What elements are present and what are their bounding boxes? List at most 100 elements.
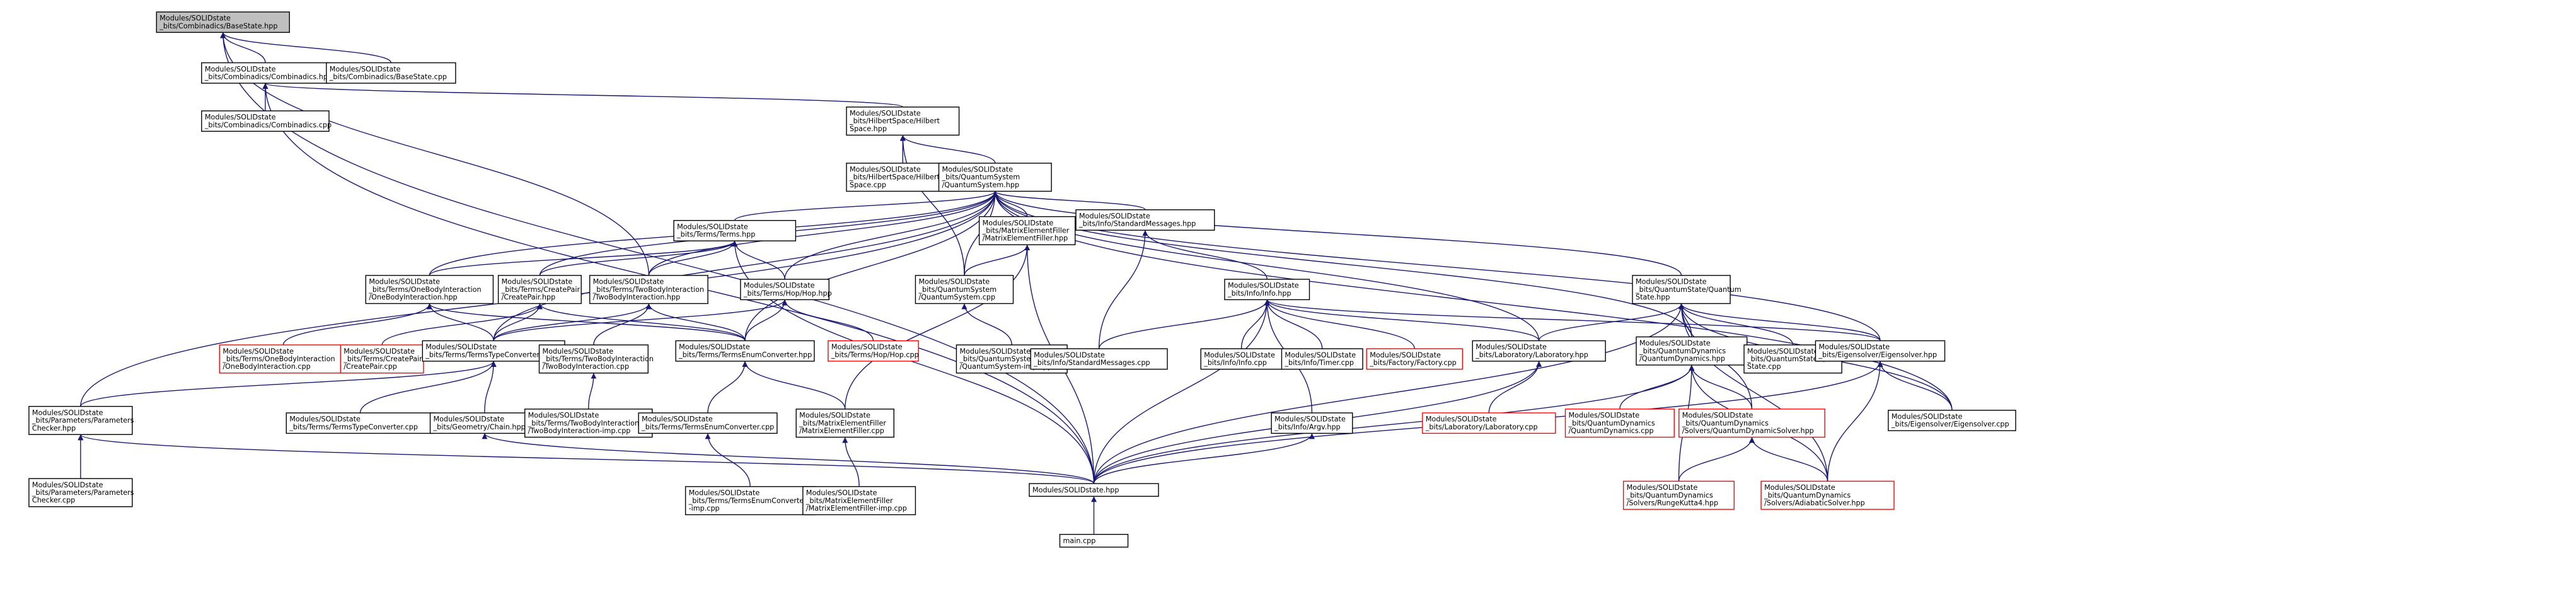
file-node-label: /CreatePair.cpp	[344, 362, 397, 371]
file-node-label: _bits/QuantumDynamics	[1568, 419, 1655, 427]
include-edge-qdsolver_hpp-to-qd_hpp	[1689, 364, 1753, 409]
file-node-box	[802, 486, 916, 516]
file-node-box	[201, 110, 330, 132]
file-node-label: _bits/Terms/TermsEnumConverter	[688, 497, 807, 505]
file-node-qstate_hpp[interactable]: Modules/SOLIDstate_bits/QuantumState/Qua…	[1632, 275, 1741, 304]
file-node-hop_cpp[interactable]: Modules/SOLIDstate_bits/Terms/Hop/Hop.cp…	[828, 340, 919, 362]
file-node-base_hpp: Modules/SOLIDstate_bits/Combinadics/Base…	[156, 11, 290, 33]
file-node-label: _bits/Terms/Hop/Hop.hpp	[743, 289, 832, 298]
include-edge-qstate_cpp-to-qstate_hpp	[1678, 303, 1794, 345]
file-node-ppc_cpp[interactable]: Modules/SOLIDstate_bits/Parameters/Param…	[28, 478, 134, 507]
file-node-label: /QuantumDynamics.cpp	[1569, 427, 1654, 435]
file-node-label: _bits/QuantumSystem	[959, 355, 1037, 363]
file-node-eig_cpp[interactable]: Modules/SOLIDstate_bits/Eigensolver/Eige…	[1888, 410, 2016, 431]
file-node-mef_hpp[interactable]: Modules/SOLIDstate_bits/MatrixElementFil…	[978, 216, 1076, 245]
file-node-label: _bits/Geometry/Chain.hpp	[433, 423, 526, 431]
file-node-label: _bits/Combinadics/Combinadics.hpp	[204, 72, 332, 81]
file-node-mefimp_cpp[interactable]: Modules/SOLIDstate_bits/MatrixElementFil…	[802, 486, 916, 516]
file-node-stdmsg_cpp[interactable]: Modules/SOLIDstate_bits/Info/StandardMes…	[1030, 348, 1168, 370]
file-node-mef_cpp[interactable]: Modules/SOLIDstate_bits/MatrixElementFil…	[795, 409, 894, 438]
file-node-label: State.cpp	[1747, 362, 1781, 371]
file-node-hilb_hpp[interactable]: Modules/SOLIDstate_bits/HilbertSpace/Hil…	[846, 107, 960, 136]
file-node-tec_hpp[interactable]: Modules/SOLIDstate_bits/Terms/TermsEnumC…	[675, 340, 815, 362]
file-node-terms_hpp[interactable]: Modules/SOLIDstate_bits/Terms/Terms.hpp	[673, 220, 797, 241]
file-node-comb_cpp[interactable]: Modules/SOLIDstate_bits/Combinadics/Comb…	[201, 110, 332, 132]
file-node-solid_hpp[interactable]: Modules/SOLIDstate.hpp	[1029, 483, 1159, 497]
file-node-qs_hpp[interactable]: Modules/SOLIDstate_bits/QuantumSystem/Qu…	[938, 163, 1052, 192]
file-node-label: Modules/SOLIDstate	[744, 282, 815, 290]
file-node-tbi_hpp[interactable]: Modules/SOLIDstate_bits/Terms/TwoBodyInt…	[589, 275, 708, 304]
include-edge-qs_hpp-to-hilb_hpp	[899, 135, 996, 164]
file-node-label: /QuantumSystem.cpp	[918, 293, 995, 301]
include-edge-qd_cpp-to-qd_hpp	[1619, 364, 1695, 409]
include-edge-info_cpp-to-info_hpp	[1240, 299, 1270, 349]
include-edge-lab_cpp-to-lab_hpp	[1488, 361, 1542, 414]
include-edge-qs_cpp-to-mef_hpp	[964, 245, 1031, 276]
file-node-chain_hpp[interactable]: Modules/SOLIDstate_bits/Geometry/Chain.h…	[429, 412, 540, 434]
file-node-qdsolver_hpp[interactable]: Modules/SOLIDstate_bits/QuantumDynamics/…	[1678, 409, 1825, 438]
file-node-label: Modules/SOLIDstate	[1079, 212, 1150, 220]
file-node-label: Modules/SOLIDstate	[1818, 343, 1890, 351]
file-node-factory_cpp[interactable]: Modules/SOLIDstate_bits/Factory/Factory.…	[1366, 348, 1464, 370]
file-node-lab_cpp[interactable]: Modules/SOLIDstate_bits/Laboratory/Labor…	[1422, 412, 1556, 434]
file-node-tbi_cpp[interactable]: Modules/SOLIDstate_bits/Terms/TwoBodyInt…	[538, 344, 654, 374]
file-node-rk4_hpp[interactable]: Modules/SOLIDstate_bits/QuantumDynamics/…	[1622, 480, 1735, 510]
file-node-label: _bits/Laboratory/Laboratory.cpp	[1425, 423, 1538, 431]
file-node-label: _bits/MatrixElementFiller	[982, 227, 1070, 235]
file-node-ppc_hpp[interactable]: Modules/SOLIDstate_bits/Parameters/Param…	[28, 405, 134, 435]
file-node-qd_hpp[interactable]: Modules/SOLIDstate_bits/QuantumDynamics/…	[1636, 336, 1748, 366]
file-node-label: Space.cpp	[850, 181, 886, 189]
include-edge-tec_hpp-to-cp_hpp	[536, 303, 746, 341]
include-edge-ttc_hpp-to-tbi_hpp	[493, 303, 652, 341]
file-node-label: _bits/Info/StandardMessages.hpp	[1078, 220, 1196, 228]
file-node-info_cpp[interactable]: Modules/SOLIDstate_bits/Info/Info.cpp	[1200, 348, 1283, 370]
include-edge-terms_hpp-to-qs_hpp	[734, 190, 998, 221]
file-node-info_hpp[interactable]: Modules/SOLIDstate_bits/Info/Info.hpp	[1224, 279, 1310, 301]
file-node-timer_cpp[interactable]: Modules/SOLIDstate_bits/Info/Timer.cpp	[1281, 348, 1363, 370]
file-node-label: Modules/SOLIDstate	[799, 412, 870, 420]
file-node-stdmsg_hpp[interactable]: Modules/SOLIDstate_bits/Info/StandardMes…	[1075, 209, 1215, 231]
file-node-ttc_cpp[interactable]: Modules/SOLIDstate_bits/Terms/TermsTypeC…	[286, 412, 435, 434]
file-node-label: Modules/SOLIDstate	[983, 219, 1054, 227]
file-node-eig_hpp[interactable]: Modules/SOLIDstate_bits/Eigensolver/Eige…	[1815, 340, 1946, 362]
file-node-label: _bits/HilbertSpace/Hilbert	[849, 173, 940, 182]
file-node-label: _bits/HilbertSpace/Hilbert	[849, 117, 940, 125]
file-node-tec_cpp[interactable]: Modules/SOLIDstate_bits/Terms/TermsEnumC…	[638, 412, 778, 434]
file-node-box	[740, 279, 829, 301]
file-node-comb_hpp[interactable]: Modules/SOLIDstate_bits/Combinadics/Comb…	[201, 62, 332, 84]
include-edge-lab_hpp-to-info_hpp	[1264, 299, 1540, 341]
file-node-label: _bits/Eigensolver/Eigensolver.cpp	[1891, 420, 2009, 429]
file-node-label: Modules/SOLIDstate	[1285, 351, 1356, 359]
file-node-label: Modules/SOLIDstate	[642, 415, 713, 424]
file-node-qd_cpp[interactable]: Modules/SOLIDstate_bits/QuantumDynamics/…	[1564, 409, 1675, 438]
include-edge-tec_hpp-to-hop_hpp	[744, 299, 788, 341]
file-node-box	[1760, 480, 1895, 510]
file-node-box	[1472, 340, 1606, 362]
file-node-label: _bits/Info/Info.cpp	[1203, 359, 1267, 367]
file-node-box	[1366, 348, 1464, 370]
include-edge-qs_cpp-to-hilb_hpp	[899, 135, 965, 275]
file-node-obi_cpp[interactable]: Modules/SOLIDstate_bits/Terms/OneBodyInt…	[219, 344, 348, 374]
file-node-label: /CreatePair.hpp	[502, 293, 556, 301]
file-node-main_cpp[interactable]: main.cpp	[1059, 533, 1129, 548]
file-node-label: Modules/SOLIDstate	[1426, 415, 1497, 424]
file-node-lab_hpp[interactable]: Modules/SOLIDstate_bits/Laboratory/Labor…	[1472, 340, 1606, 362]
file-node-label: Modules/SOLIDstate	[1636, 278, 1707, 286]
file-node-qsimp_cpp[interactable]: Modules/SOLIDstate_bits/QuantumSystem/Qu…	[956, 344, 1068, 374]
file-node-label: Checker.cpp	[32, 496, 75, 504]
file-node-label: /TwoBodyInteraction-imp.cpp	[528, 427, 631, 435]
file-node-tecimp_cpp[interactable]: Modules/SOLIDstate_bits/Terms/TermsEnumC…	[684, 486, 816, 516]
file-node-hop_hpp[interactable]: Modules/SOLIDstate_bits/Terms/Hop/Hop.hp…	[740, 279, 832, 301]
file-node-box	[28, 405, 133, 435]
file-node-adiab_hpp[interactable]: Modules/SOLIDstate_bits/QuantumDynamics/…	[1760, 480, 1895, 510]
file-node-qs_cpp[interactable]: Modules/SOLIDstate_bits/QuantumSystem/Qu…	[915, 275, 1014, 304]
file-node-argv_hpp[interactable]: Modules/SOLIDstate_bits/Info/Argv.hpp	[1271, 412, 1353, 434]
file-node-base_cpp[interactable]: Modules/SOLIDstate_bits/Combinadics/Base…	[326, 62, 456, 84]
file-node-box	[340, 344, 424, 374]
file-node-cp_cpp[interactable]: Modules/SOLIDstate_bits/Terms/CreatePair…	[340, 344, 424, 374]
include-edge-solid_hpp-to-chain_hpp	[482, 433, 1095, 484]
file-node-obi_hpp[interactable]: Modules/SOLIDstate_bits/Terms/OneBodyInt…	[365, 275, 494, 304]
file-node-cp_hpp[interactable]: Modules/SOLIDstate_bits/Terms/CreatePair…	[497, 275, 582, 304]
file-node-tbiimp_cpp[interactable]: Modules/SOLIDstate_bits/Terms/TwoBodyInt…	[524, 409, 653, 438]
include-edge-ttc_cpp-to-ttc_hpp	[359, 361, 497, 414]
